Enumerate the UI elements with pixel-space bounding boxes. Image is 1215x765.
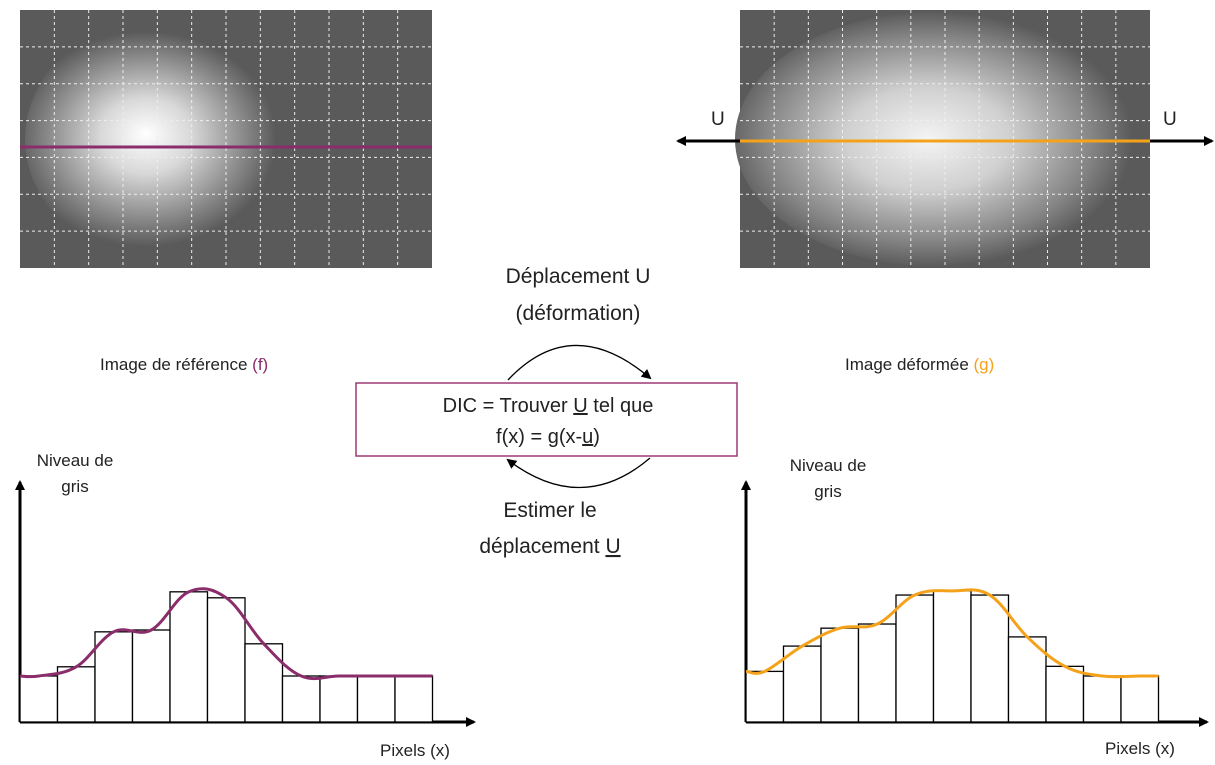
dic-definition-line2: f(x) = g(x-u) bbox=[496, 426, 600, 448]
reference-histogram-bars bbox=[19, 591, 434, 723]
reference-histogram-bar bbox=[19, 675, 59, 723]
deformed-y-label-line1: Niveau de bbox=[790, 456, 867, 475]
deformed-histogram-bar bbox=[857, 623, 897, 723]
reference-histogram-bar bbox=[131, 629, 171, 723]
reference-x-label: Pixels (x) bbox=[380, 741, 450, 760]
reference-caption: Image de référence (f) bbox=[100, 355, 268, 374]
deformed-histogram-bar bbox=[1082, 675, 1122, 723]
deformed-caption-symbol: (g) bbox=[974, 355, 995, 374]
reference-histogram-bar bbox=[169, 591, 209, 723]
deformed-histogram-bar bbox=[820, 627, 860, 723]
dic-line1-u: U bbox=[573, 395, 587, 417]
deformed-caption-text: Image déformée bbox=[845, 355, 974, 374]
deformed-histogram-bar bbox=[1045, 665, 1085, 723]
deformed-intensity-curve bbox=[745, 588, 1159, 679]
reference-histogram-bar bbox=[281, 675, 321, 723]
reference-histogram-chart: Niveau de gris Pixels (x) bbox=[15, 451, 476, 760]
deformed-image-blob bbox=[735, 11, 1145, 267]
deformed-histogram-bar bbox=[895, 594, 935, 723]
deformed-caption: Image déformée (g) bbox=[845, 355, 994, 374]
deformed-histogram-bar bbox=[782, 645, 822, 723]
deformed-histogram-bar bbox=[1120, 675, 1160, 723]
loop-arrow-top bbox=[507, 344, 652, 381]
reference-histogram-bar bbox=[394, 675, 434, 723]
dic-line1-suffix: tel que bbox=[588, 395, 654, 417]
displacement-label-right: U bbox=[1163, 109, 1177, 130]
dic-line2-u: u bbox=[582, 426, 593, 448]
dic-definition-box bbox=[355, 382, 738, 457]
reference-image-grid bbox=[20, 10, 432, 268]
dic-line1-prefix: DIC = Trouver bbox=[443, 395, 574, 417]
reference-histogram-bar bbox=[356, 675, 396, 723]
estimate-line1: Estimer le bbox=[503, 499, 596, 522]
reference-histogram-bar bbox=[319, 675, 359, 723]
deformed-x-label: Pixels (x) bbox=[1105, 739, 1175, 758]
reference-histogram-bar bbox=[56, 666, 96, 723]
loop-arrow-bottom bbox=[506, 457, 651, 489]
reference-y-label-line1: Niveau de bbox=[37, 451, 114, 470]
reference-caption-text: Image de référence bbox=[100, 355, 252, 374]
dic-definition-line1: DIC = Trouver U tel que bbox=[443, 395, 654, 417]
deformed-histogram-bar bbox=[970, 594, 1010, 723]
deformed-image-grid bbox=[740, 10, 1150, 268]
dic-line2-prefix: f(x) = g(x- bbox=[496, 426, 582, 448]
deformed-histogram-bars bbox=[745, 590, 1160, 723]
estimate-line2-prefix: déplacement bbox=[479, 535, 605, 558]
reference-image-blob bbox=[25, 11, 335, 267]
reference-histogram-bar bbox=[94, 631, 134, 723]
reference-intensity-curve bbox=[19, 587, 433, 681]
displacement-label-left: U bbox=[711, 109, 725, 130]
reference-image bbox=[20, 10, 432, 268]
deformed-image: U U bbox=[676, 10, 1214, 268]
displacement-title-line1: Déplacement U bbox=[506, 265, 651, 288]
deformed-histogram-bar bbox=[932, 590, 972, 723]
deformed-y-label-line2: gris bbox=[814, 482, 841, 501]
dic-line2-suffix: ) bbox=[593, 426, 600, 448]
reference-caption-symbol: (f) bbox=[252, 355, 268, 374]
displacement-title-line2: (déformation) bbox=[516, 302, 641, 325]
deformed-histogram-chart: Niveau de gris Pixels (x) bbox=[741, 456, 1209, 758]
estimate-line2: déplacement U bbox=[479, 535, 620, 558]
reference-histogram-bar bbox=[206, 597, 246, 723]
deformed-histogram-bar bbox=[745, 670, 785, 723]
estimate-line2-u: U bbox=[605, 535, 620, 558]
reference-y-label-line2: gris bbox=[61, 477, 88, 496]
